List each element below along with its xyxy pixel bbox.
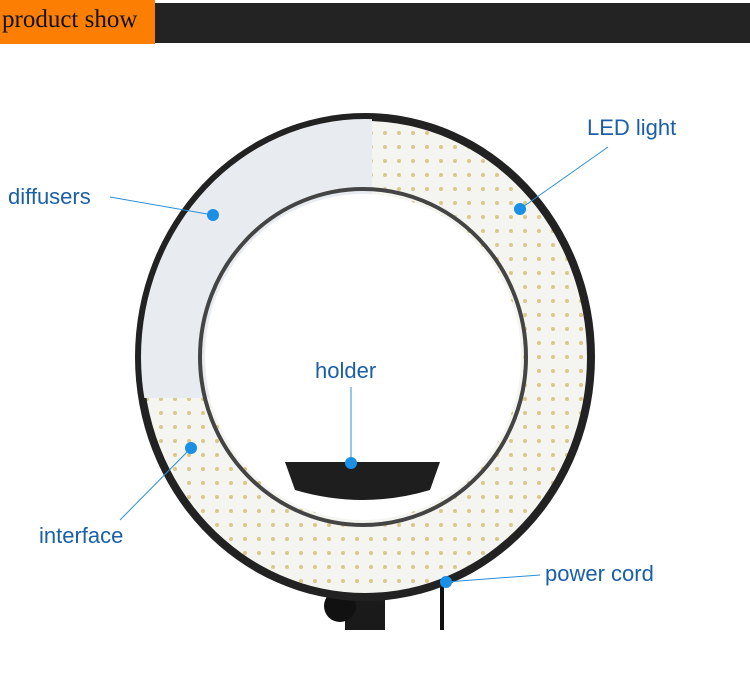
ring-center bbox=[205, 194, 521, 520]
header-bar bbox=[155, 3, 750, 43]
label-interface: interface bbox=[39, 523, 124, 548]
holder-dot bbox=[345, 457, 357, 469]
diffusers-dot bbox=[207, 209, 219, 221]
header-title: product show bbox=[2, 6, 138, 33]
label-power-cord: power cord bbox=[545, 561, 654, 586]
led-light-dot bbox=[514, 203, 526, 215]
label-led-light: LED light bbox=[587, 115, 677, 140]
label-diffusers: diffusers bbox=[8, 184, 91, 209]
power-cord-dot bbox=[440, 576, 452, 588]
header-tab: product show bbox=[0, 0, 155, 44]
interface-dot bbox=[185, 442, 197, 454]
label-holder: holder bbox=[315, 358, 377, 383]
phone-holder bbox=[285, 462, 440, 500]
leader-lines bbox=[109, 146, 609, 583]
